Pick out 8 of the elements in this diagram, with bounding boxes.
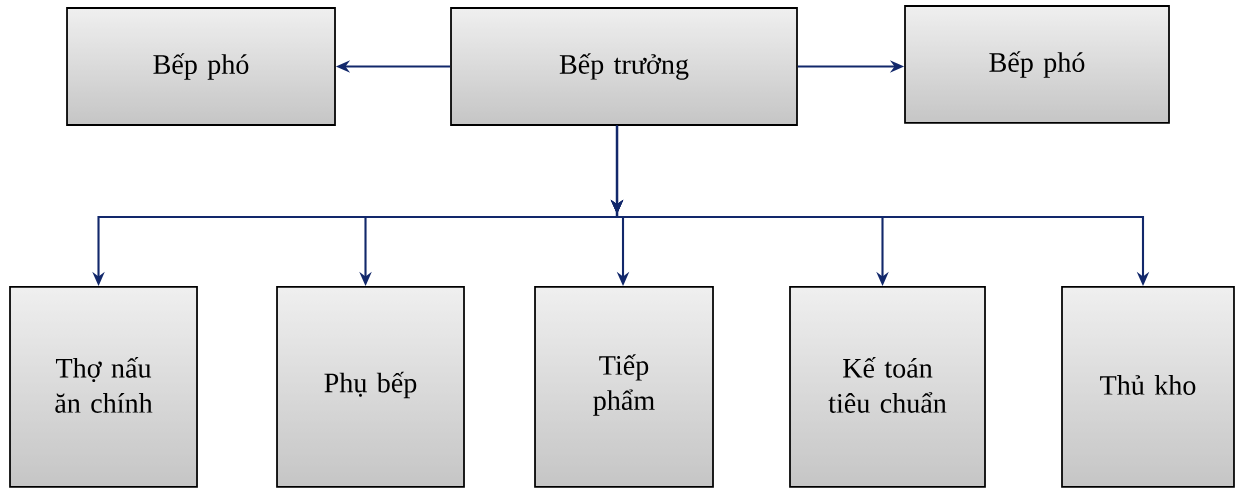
org-box: Bếp trưởng — [450, 7, 798, 126]
org-box: Bếp phó — [66, 7, 336, 126]
org-box: Kế toán tiêu chuẩn — [789, 286, 986, 488]
org-box: Thợ nấu ăn chính — [9, 286, 198, 488]
org-box: Tiếp phẩm — [534, 286, 714, 488]
org-box: Bếp phó — [904, 5, 1170, 124]
org-box: Thủ kho — [1061, 286, 1235, 488]
org-box: Phụ bếp — [276, 286, 465, 488]
